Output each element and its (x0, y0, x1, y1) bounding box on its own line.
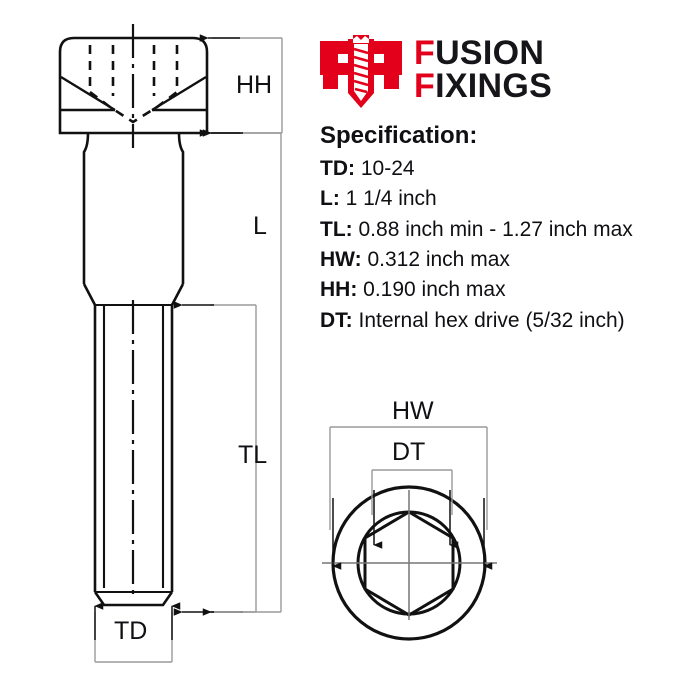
spec-key: HH: (320, 278, 358, 302)
spec-value: Internal hex drive (5/32 inch) (358, 308, 625, 332)
brand-word-fixings: FIXINGS (414, 67, 553, 105)
spec-value: 1 1/4 inch (345, 187, 437, 211)
dimension-label-hh: HH (236, 71, 273, 99)
dimension-TD (94, 602, 181, 663)
spec-value: 0.88 inch min - 1.27 inch max (358, 217, 633, 241)
dimension-TL (173, 301, 257, 616)
spec-key: L: (320, 187, 340, 211)
brand-wordmark: FUSION FIXINGS (414, 34, 553, 105)
spec-row: TL: 0.88 inch min - 1.27 inch max (320, 218, 700, 242)
spec-row: L: 1 1/4 inch (320, 187, 700, 211)
spec-key: TL: (320, 217, 353, 241)
screw-body-outline (58, 36, 209, 607)
brand-word-fusion: FUSION (414, 34, 552, 73)
dimension-DT (371, 469, 459, 549)
spec-key: TD: (320, 157, 355, 180)
dimension-HW (329, 426, 493, 570)
dimension-label-tl: TL (238, 441, 268, 469)
brand-rest-2: IXINGS (435, 67, 553, 105)
dimension-label-dt: DT (392, 438, 426, 466)
dimension-L (202, 129, 282, 616)
spec-value: 0.190 inch max (363, 278, 506, 302)
spec-row: DT: Internal hex drive (5/32 inch) (320, 309, 700, 333)
head-chamfer-lines (60, 75, 207, 112)
center-lines-top-view (322, 490, 497, 620)
screw-logo-icon (320, 35, 402, 108)
brand-lead-letter-1: F (414, 34, 436, 73)
dimension-label-hw: HW (392, 397, 434, 425)
dimension-label-l: L (253, 212, 267, 240)
spec-key: DT: (320, 308, 353, 332)
brand-rest-1: USION (435, 34, 545, 73)
brand-lead-letter-2: F (414, 67, 436, 105)
spec-value: 10-24 (360, 157, 415, 180)
specification-heading: Specification: (320, 122, 478, 149)
spec-row: TD: 10-24 (320, 157, 700, 181)
spec-row: HH: 0.190 inch max (320, 278, 700, 302)
spec-key: HW: (320, 248, 362, 272)
dimension-label-td: TD (114, 617, 148, 645)
spec-value: 0.312 inch max (367, 248, 510, 272)
brand-logo: FUSION FIXINGS (318, 28, 552, 112)
spec-row: HW: 0.312 inch max (320, 248, 700, 272)
